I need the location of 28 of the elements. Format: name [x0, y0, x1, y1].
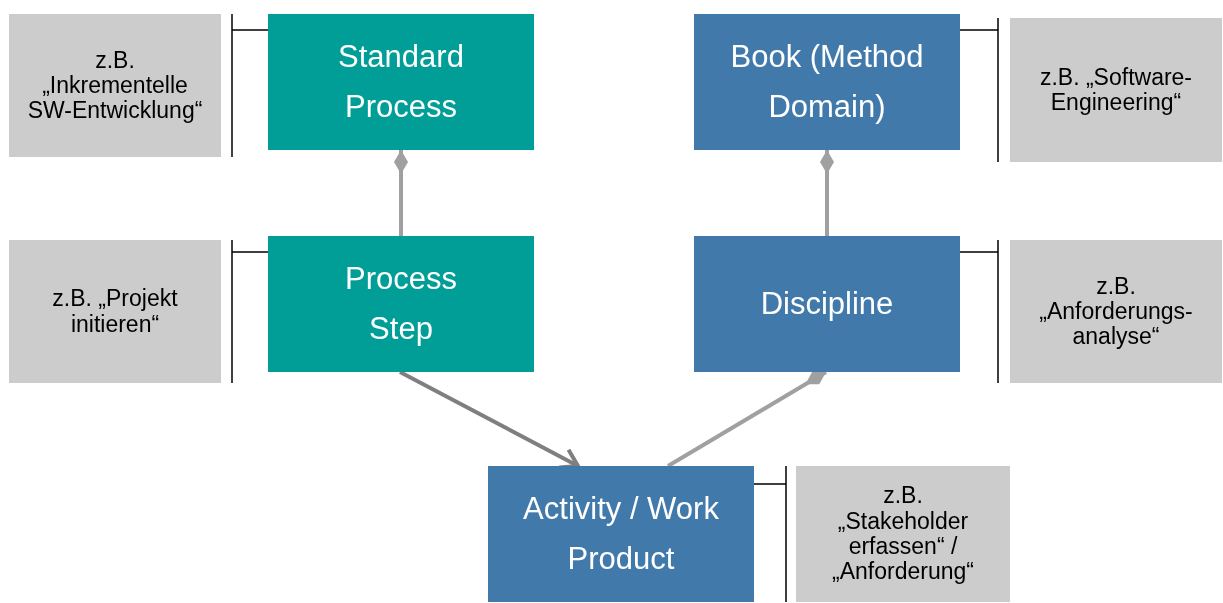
- composition-line: [394, 150, 408, 236]
- class-box: [488, 466, 754, 602]
- box-label: Book (Method Domain): [729, 38, 925, 126]
- note-text: z.B. „Inkrementelle SW-Entwicklung“: [27, 47, 203, 124]
- note-box: [1010, 240, 1222, 383]
- note-text: z.B. „Software-Engineering“: [1038, 64, 1194, 116]
- box-label: Activity / Work Product: [522, 490, 720, 578]
- box-label: Discipline: [759, 285, 895, 324]
- bracket-line: [231, 13, 269, 158]
- composition-line: [820, 150, 834, 236]
- note-box: [796, 466, 1010, 602]
- note-box: [1010, 18, 1222, 162]
- box-label: Standard Process: [337, 38, 465, 126]
- composition-line: [666, 370, 828, 468]
- class-box: [268, 236, 534, 372]
- note-text: z.B. „Stakeholder erfassen“ / „Anforderung“: [831, 483, 975, 585]
- bracket-line: [959, 17, 999, 163]
- bracket-line: [959, 239, 999, 384]
- box-label: Process Step: [344, 260, 458, 348]
- bracket-line: [753, 465, 787, 603]
- bracket-line: [231, 239, 269, 384]
- class-box: [268, 14, 534, 150]
- note-box: [9, 14, 221, 157]
- note-box: [9, 240, 221, 383]
- class-box: [694, 14, 960, 150]
- class-box: [694, 236, 960, 372]
- note-text: z.B. „Anforderungs-analyse“: [1038, 273, 1194, 350]
- note-text: z.B. „Projekt initieren“: [51, 286, 179, 337]
